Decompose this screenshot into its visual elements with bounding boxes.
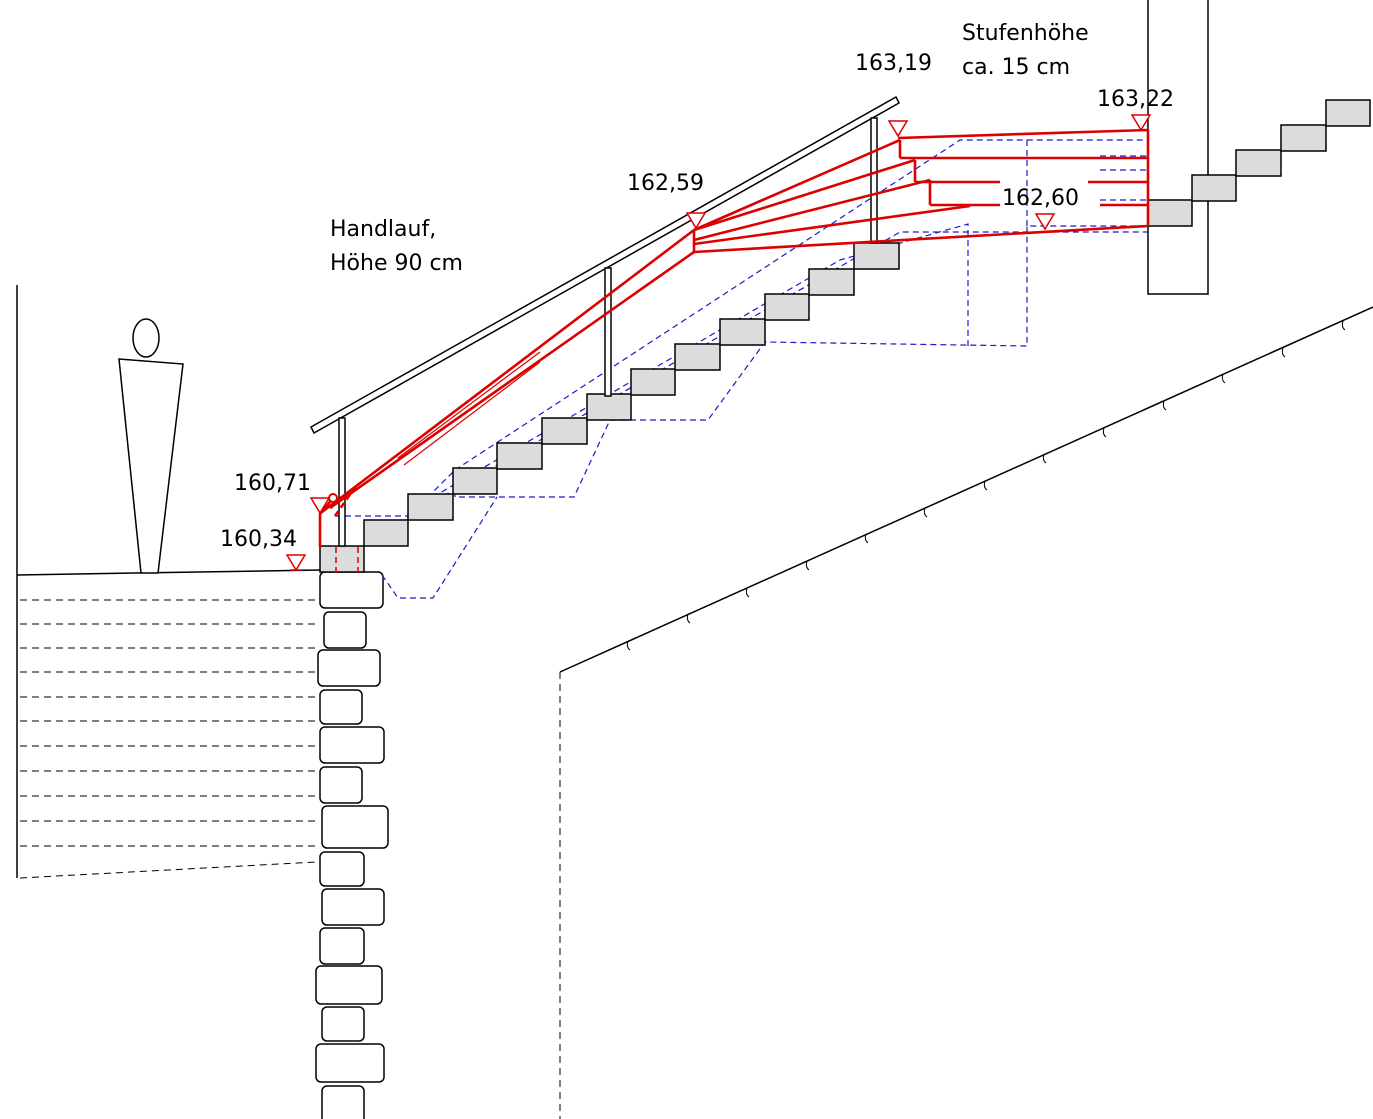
elevation-label-160-34: 160,34 bbox=[220, 527, 297, 552]
elevation-marker-163-22 bbox=[1130, 114, 1152, 132]
elevation-label-163-19: 163,19 bbox=[855, 51, 932, 76]
embankment bbox=[559, 306, 1373, 1119]
pillar bbox=[1147, 0, 1209, 295]
handrail-label-line2: Höhe 90 cm bbox=[330, 251, 463, 276]
handrail bbox=[310, 95, 900, 547]
step-height-label-line1: Stufenhöhe bbox=[962, 21, 1089, 46]
step-height-label-line2: ca. 15 cm bbox=[962, 55, 1070, 80]
stone-wall bbox=[315, 571, 389, 1119]
elevation-marker-162-60 bbox=[1034, 213, 1056, 231]
elevation-label-162-59: 162,59 bbox=[627, 171, 704, 196]
elevation-label-160-71: 160,71 bbox=[234, 471, 311, 496]
new-stairs bbox=[319, 99, 1371, 573]
elevation-marker-162-59 bbox=[685, 212, 707, 230]
handrail-label-line1: Handlauf, bbox=[330, 217, 436, 242]
person-figure bbox=[118, 318, 184, 574]
elevation-label-162-60: 162,60 bbox=[1002, 186, 1079, 211]
elevation-marker-160-71 bbox=[309, 497, 331, 515]
elevation-markers bbox=[285, 114, 1152, 572]
elevation-label-163-22: 163,22 bbox=[1097, 87, 1174, 112]
elevation-marker-163-19 bbox=[887, 120, 909, 138]
left-terrain bbox=[16, 285, 321, 879]
elevation-marker-160-34 bbox=[285, 554, 307, 572]
